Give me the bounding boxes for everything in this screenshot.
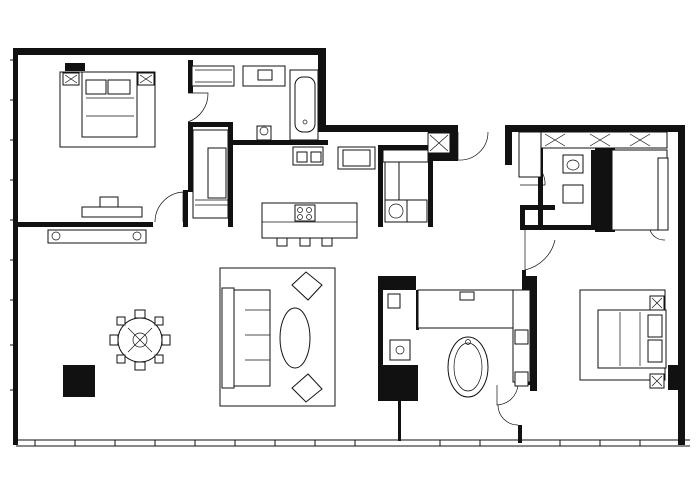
bedroom-2 <box>579 289 680 390</box>
pantry <box>382 132 451 223</box>
bathroom-1 <box>242 65 319 141</box>
walk-in-closet <box>191 65 235 219</box>
window-mullions <box>10 59 641 446</box>
living-area <box>219 267 336 407</box>
exterior-walls <box>13 48 690 447</box>
laundry-wc <box>518 131 669 231</box>
ensuite-bath <box>387 289 531 398</box>
master-bedroom <box>47 63 156 244</box>
dining-table <box>109 309 171 371</box>
interior-walls <box>18 60 615 443</box>
kitchen <box>261 146 376 247</box>
